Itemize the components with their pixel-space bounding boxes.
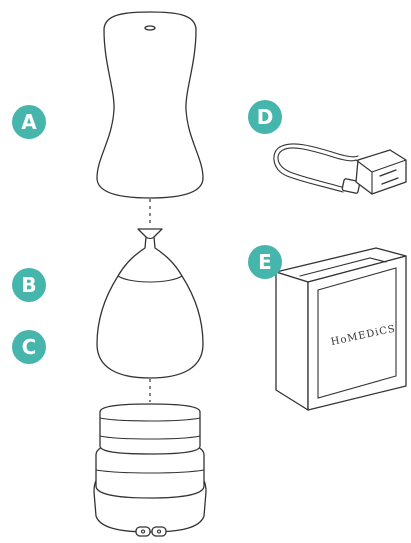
mist-opening: [145, 26, 155, 30]
callout-c-label: C: [22, 335, 37, 359]
callout-e-label: E: [258, 250, 272, 274]
adapter-block: [356, 150, 406, 194]
part-a-cover: [97, 12, 203, 198]
callout-b: B: [12, 268, 46, 302]
light-button: [152, 527, 166, 536]
callout-c: C: [12, 330, 46, 364]
part-b-reservoir: [97, 229, 203, 378]
callout-b-label: B: [21, 273, 36, 297]
callout-d-label: D: [257, 105, 274, 129]
callout-d: D: [248, 100, 282, 134]
box-side-face: [276, 272, 308, 410]
callout-e: E: [248, 245, 282, 279]
power-button: [136, 527, 150, 536]
part-c-base: [94, 404, 206, 536]
callout-a: A: [12, 105, 46, 139]
part-e-box: HoMEDiCS: [276, 248, 406, 410]
part-d-power-adapter: [274, 144, 406, 194]
callout-a-label: A: [21, 110, 37, 134]
